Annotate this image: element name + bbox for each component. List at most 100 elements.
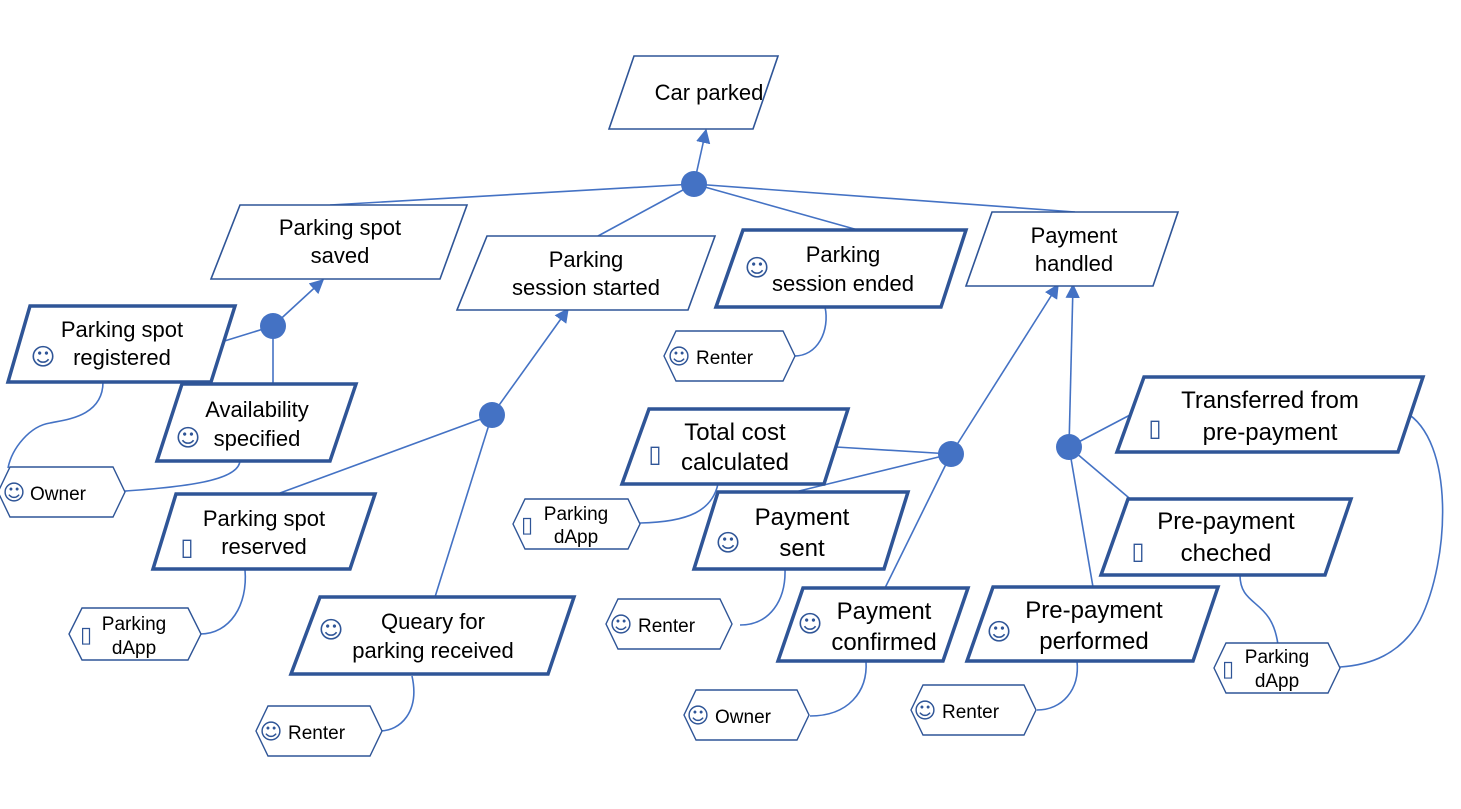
smiley-icon: ☺ (260, 720, 283, 745)
link-spot-reserved (279, 414, 493, 494)
role-label-line2: dApp (554, 527, 598, 548)
goal-spot-saved: Parking spot saved (209, 204, 469, 280)
goal-payment-confirmed: ☺ Payment confirmed (775, 586, 971, 663)
role-label-line1: Parking (102, 614, 166, 635)
and-node-spot-saved (260, 313, 286, 339)
role-renter-query: ☺ Renter (255, 705, 383, 757)
goal-total-cost: ▯ Total cost calculated (619, 407, 851, 486)
curve-renter-query (379, 675, 415, 732)
smiley-icon: ☺ (914, 699, 937, 724)
arrow-to-payment-handled-right (1065, 283, 1080, 448)
role-label-line1: Parking (1245, 647, 1309, 668)
role-label-line2: dApp (1255, 671, 1299, 692)
curve-renter-prepay (1036, 660, 1079, 711)
goal-label-line1: Availability (205, 397, 309, 422)
goal-label-line2: cheched (1181, 540, 1272, 567)
smiley-icon: ☺ (986, 618, 1011, 646)
computer-icon: ▯ (521, 513, 533, 538)
and-node-prepayment (1056, 434, 1082, 460)
computer-icon: ▯ (1131, 537, 1144, 565)
link-prepayment-performed (1068, 446, 1094, 588)
smiley-icon: ☺ (3, 481, 26, 506)
goal-label-line2: handled (1035, 251, 1113, 276)
role-label: Renter (696, 348, 754, 369)
role-dapp-reserved: ▯ Parking dApp (68, 607, 202, 661)
curve-renter-ended (792, 306, 827, 357)
role-label: Renter (942, 702, 1000, 723)
goal-availability: ☺ Availability specified (154, 382, 359, 463)
role-renter-ended: ☺ Renter (663, 330, 796, 382)
role-label: Owner (715, 707, 772, 728)
curve-owner-availability (124, 459, 241, 492)
goal-label-line2: session ended (772, 271, 914, 296)
smiley-icon: ☺ (797, 610, 822, 638)
link-query-received (434, 414, 493, 598)
smiley-icon: ☺ (175, 424, 200, 452)
computer-icon: ▯ (648, 440, 661, 468)
and-node-payment-sent (938, 441, 964, 467)
curve-owner-confirmed (809, 660, 867, 717)
curve-owner-registered (7, 381, 104, 469)
goal-label-line2: pre-payment (1203, 419, 1338, 446)
goal-label-line2: calculated (681, 449, 789, 476)
goal-label: Car parked (655, 80, 764, 105)
and-node-car-parked (681, 171, 707, 197)
goal-session-ended: ☺ Parking session ended (713, 228, 969, 309)
goal-label-line1: Pre-payment (1157, 508, 1295, 535)
link-session-ended (693, 183, 859, 231)
smiley-icon: ☺ (744, 254, 769, 282)
role-owner-registered: ☺ Owner (0, 466, 126, 518)
goal-label-line1: Transferred from (1181, 387, 1359, 414)
goal-spot-registered: ☺ Parking spot registered (5, 304, 238, 384)
goal-session-started: Parking session started (455, 235, 717, 311)
smiley-icon: ☺ (715, 529, 740, 557)
link-session-started (597, 183, 695, 237)
goal-label-line1: Parking spot (203, 506, 325, 531)
goal-prepayment-checked: ▯ Pre-payment cheched (1098, 497, 1354, 577)
smiley-icon: ☺ (610, 613, 633, 638)
and-node-session-started (479, 402, 505, 428)
goal-label-line2: parking received (352, 638, 513, 663)
link-payment-confirmed (884, 453, 952, 589)
link-prepayment-checked (1068, 446, 1136, 504)
goal-label-line1: Parking (549, 247, 624, 272)
goal-spot-reserved: ▯ Parking spot reserved (150, 492, 378, 571)
curve-dapp-transferred (1339, 411, 1444, 668)
role-renter-prepay: ☺ Renter (910, 684, 1037, 736)
role-label: Renter (288, 723, 346, 744)
decomposition-nodes (260, 171, 1082, 467)
goal-car-parked: Car parked (607, 55, 780, 130)
goal-label-line1: Total cost (684, 419, 786, 446)
goal-payment-handled: Payment handled (964, 211, 1180, 287)
goal-label-line1: Payment (755, 504, 850, 531)
link-payment-handled (693, 183, 1076, 213)
role-dapp-prepay: ▯ Parking dApp (1213, 642, 1341, 694)
smiley-icon: ☺ (318, 616, 343, 644)
goal-label-line2: specified (214, 426, 301, 451)
goal-label-line2: saved (311, 243, 370, 268)
link-spot-saved (329, 183, 695, 206)
goal-label-line2: registered (73, 345, 171, 370)
role-dapp-totalcost: ▯ Parking dApp (512, 498, 641, 550)
goal-label-line1: Parking (806, 242, 881, 267)
curve-renter-sent (739, 568, 786, 626)
role-label-line2: dApp (112, 638, 156, 659)
goal-query-received: ☺ Queary for parking received (288, 595, 577, 676)
goal-label-line2: sent (779, 535, 825, 562)
arrow-to-session-started (491, 307, 569, 416)
goal-label-line1: Parking spot (279, 215, 401, 240)
goal-prepayment-performed: ☺ Pre-payment performed (964, 585, 1221, 663)
goal-label-line1: Payment (1031, 223, 1118, 248)
goal-label-line2: session started (512, 275, 660, 300)
computer-icon: ▯ (180, 533, 193, 561)
curve-dapp-reserved (199, 569, 247, 635)
role-label: Renter (638, 616, 696, 637)
goal-label-line2: reserved (221, 534, 307, 559)
role-owner-confirmed: ☺ Owner (683, 689, 810, 741)
role-label-line1: Parking (544, 504, 608, 525)
goal-label-line1: Parking spot (61, 317, 183, 342)
role-label: Owner (30, 484, 87, 505)
goal-transferred: ▯ Transferred from pre-payment (1114, 375, 1426, 454)
